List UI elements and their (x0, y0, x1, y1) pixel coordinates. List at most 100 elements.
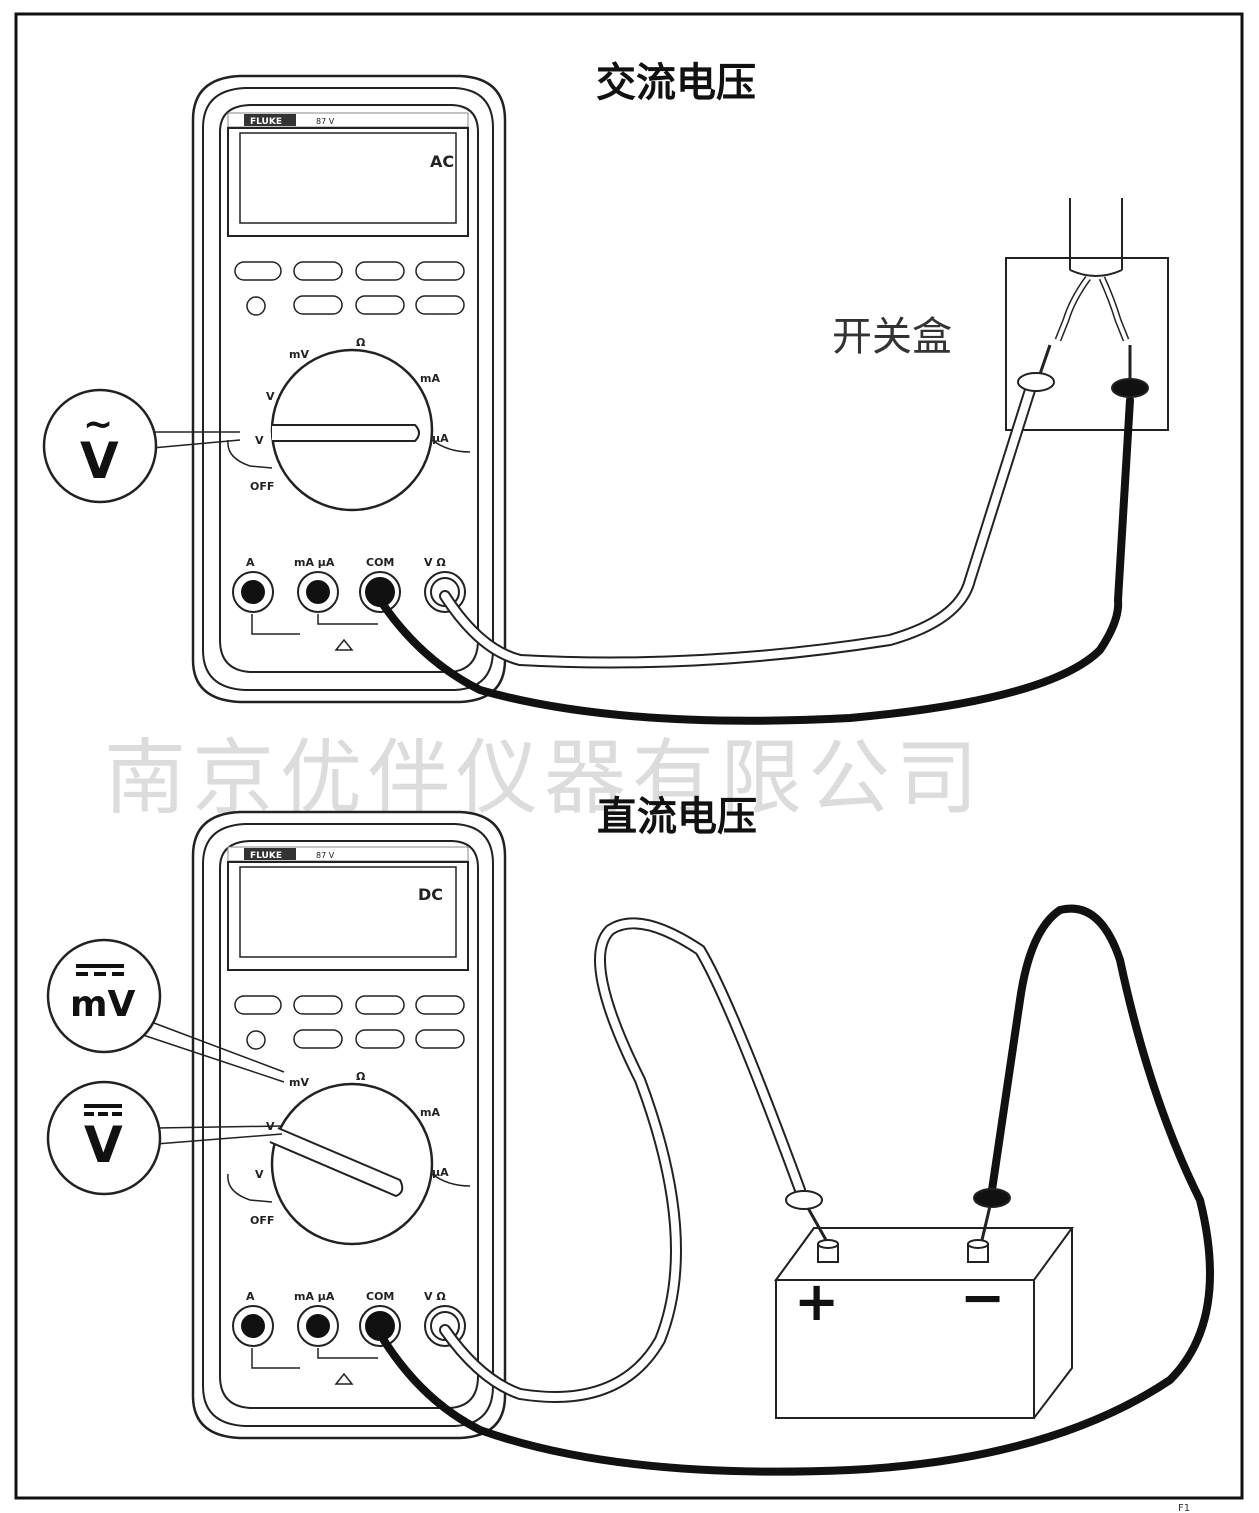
dc-callout-v-dash-2 (98, 1112, 108, 1116)
dc-button-hold[interactable] (355, 995, 405, 1015)
ac-callout: V ~ (42, 388, 241, 504)
ac-black-lead (376, 396, 1134, 725)
dc-button-range[interactable] (293, 995, 343, 1015)
dc-panel: 直流电压 FLUKE 87 V DC mV V (46, 794, 1214, 1476)
dc-dial-arc-left (227, 1173, 273, 1203)
ac-red-lead (441, 386, 1034, 667)
ac-callout-symbol: ~ (83, 404, 113, 445)
dc-callout-v-circle (46, 1080, 162, 1196)
dc-button-rel[interactable] (355, 1029, 405, 1049)
dc-callout-v-label: V (84, 1116, 123, 1174)
dc-multimeter: FLUKE 87 V DC mV V V OFF mA µA Ω A (191, 810, 507, 1440)
ac-dial-pointer (272, 424, 420, 442)
ac-jack-a-socket (241, 580, 265, 604)
ac-button-beep[interactable] (293, 295, 343, 315)
ac-wire-right-inner (1100, 277, 1128, 341)
ac-dial-label-off: OFF (250, 480, 274, 493)
dc-jack-ma-socket (306, 1314, 330, 1338)
dc-brand-plate (244, 848, 296, 860)
dc-button-blank[interactable] (234, 995, 282, 1015)
dc-black-probe-tip (980, 1205, 992, 1241)
ac-backlight-button-icon[interactable] (246, 296, 266, 316)
ac-brand-plate (244, 114, 296, 126)
ac-dial-label-mv: mV (289, 348, 309, 361)
ac-red-probe-guard (1017, 372, 1055, 392)
dc-title: 直流电压 (597, 794, 757, 840)
dc-button-beep[interactable] (293, 1029, 343, 1049)
ac-jack-bracket-ma (317, 614, 378, 625)
ac-jack-label-v-ohm: V Ω (424, 556, 446, 569)
dc-battery-terminal-negative-top (967, 1239, 989, 1249)
ac-jack-label-a: A (246, 556, 255, 569)
ac-lcd-screen (239, 132, 457, 224)
dc-callout-v-leader-2 (155, 1133, 283, 1145)
ac-jack-com-plug (365, 577, 395, 607)
ac-dial-label-ohm: Ω (356, 336, 366, 349)
figure-frame (14, 12, 1244, 1500)
ac-callout-circle (42, 388, 158, 504)
dc-battery-plus: + (794, 1270, 839, 1333)
dc-black-probe-guard (973, 1188, 1011, 1208)
footer-mark: F1 (1178, 1503, 1190, 1513)
ac-dial-label-vdc: V (266, 390, 275, 403)
ac-switch-box-label: 开关盒 (832, 314, 952, 360)
dc-callout-mv-dash-3 (112, 972, 124, 976)
dc-callout-mv: mV (46, 938, 285, 1083)
dc-lcd-screen (239, 866, 457, 958)
ac-button-range[interactable] (293, 261, 343, 281)
dc-red-probe-guard (785, 1190, 823, 1210)
dc-callout-v-dc-bar (84, 1104, 122, 1108)
ac-wire-left-inner (1056, 276, 1090, 341)
dc-jack-bracket-a (251, 1348, 300, 1369)
dc-callout-v-dash-3 (112, 1112, 122, 1116)
dc-battery: + − (774, 1227, 1074, 1420)
ac-dial-label-ua: µA (432, 432, 449, 445)
dc-red-lead (441, 919, 804, 1401)
dc-jack-label-ma-ua: mA µA (294, 1290, 335, 1303)
dc-jack-label-com: COM (366, 1290, 394, 1303)
dc-dial-label-off: OFF (250, 1214, 274, 1227)
dc-jack-bracket-ma (317, 1348, 378, 1359)
dc-battery-minus: − (960, 1266, 1005, 1329)
dc-black-lead (376, 904, 1214, 1476)
dc-callout-mv-leader-2 (139, 1033, 285, 1083)
dc-jack-label-a: A (246, 1290, 255, 1303)
dc-callout-v-leader-1 (155, 1125, 283, 1129)
dc-brand-text: FLUKE (250, 851, 282, 861)
dc-callout-mv-dash-2 (94, 972, 106, 976)
ac-button-blank[interactable] (234, 261, 282, 281)
dc-callout-mv-dash-1 (76, 972, 88, 976)
ac-button-minmax[interactable] (415, 261, 465, 281)
dc-dial-label-vac: V (255, 1168, 264, 1181)
watermark: 南京优伴仪器有限公司 (104, 731, 984, 826)
dc-button-minmax[interactable] (415, 995, 465, 1015)
ac-model-text: 87 V (316, 117, 335, 126)
dc-lcd-mode: DC (418, 885, 443, 904)
dc-callout-mv-label: mV (70, 984, 136, 1025)
ac-warning-icon (334, 638, 354, 651)
ac-lcd-mode: AC (430, 152, 454, 171)
dc-battery-front (775, 1279, 1035, 1419)
ac-dial-label-ma: mA (420, 372, 440, 385)
dc-callout-v: V (46, 1080, 283, 1196)
ac-jack-label-ma-ua: mA µA (294, 556, 335, 569)
dc-callout-mv-dc-bar (76, 964, 124, 968)
ac-button-rel[interactable] (355, 295, 405, 315)
ac-dial-arc-right (431, 439, 471, 453)
ac-button-hold[interactable] (355, 261, 405, 281)
dc-warning-icon (334, 1372, 354, 1385)
ac-callout-label: V (80, 432, 119, 490)
ac-jack-bracket-a (251, 614, 300, 635)
dc-model-text: 87 V (316, 851, 335, 860)
dc-jack-com-plug (365, 1311, 395, 1341)
dc-jack-a-socket (241, 1314, 265, 1338)
dc-backlight-button-icon[interactable] (246, 1030, 266, 1050)
dc-callout-v-dash-1 (84, 1112, 94, 1116)
dc-dial-label-mv: mV (289, 1076, 309, 1089)
ac-multimeter: FLUKE 87 V AC mV V V OFF mA (191, 74, 507, 704)
ac-jack-label-com: COM (366, 556, 394, 569)
ac-button-hz[interactable] (415, 295, 465, 315)
dc-dial-label-ua: µA (432, 1166, 449, 1179)
ac-switch-box-plate (1005, 257, 1169, 431)
dc-button-hz[interactable] (415, 1029, 465, 1049)
